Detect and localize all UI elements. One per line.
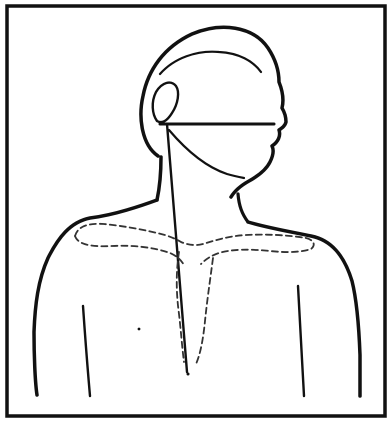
- neck-outline-right: [238, 194, 248, 222]
- guide-end-mark: [187, 373, 190, 376]
- hairline-outline: [160, 52, 261, 74]
- jaw-line: [169, 130, 244, 178]
- chest-dashed-guide-right: [196, 258, 213, 364]
- measurement-guide: [167, 124, 187, 372]
- chest-mark: [138, 328, 141, 331]
- right-shoulder-outline: [248, 222, 360, 396]
- left-shoulder-outline: [34, 200, 157, 395]
- diagram-border: [7, 6, 385, 416]
- neck-outline: [157, 157, 161, 200]
- left-arm-line: [83, 306, 90, 396]
- ear-outline: [153, 83, 178, 123]
- head-profile-outline: [141, 27, 286, 197]
- collar-dashed-guide-lower: [75, 236, 184, 265]
- right-arm-line: [298, 286, 304, 396]
